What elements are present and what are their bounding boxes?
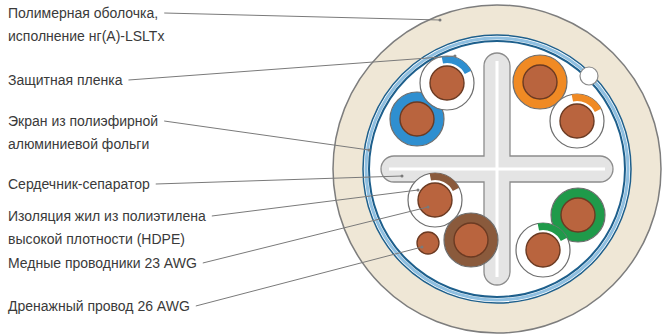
copper-conductor xyxy=(454,223,488,257)
callout-label: Защитная пленка xyxy=(8,69,238,92)
twisted-pair-wire xyxy=(550,94,604,148)
callout-label: Полимерная оболочка, исполнение нг(A)-LS… xyxy=(8,2,213,48)
twisted-pair-wire xyxy=(444,213,498,267)
foil-screen xyxy=(366,38,628,300)
outer-sheath xyxy=(333,5,661,333)
protective-film xyxy=(363,35,631,303)
copper-conductor xyxy=(561,198,595,232)
separator-core xyxy=(381,53,613,285)
wire-insulation xyxy=(550,94,604,148)
copper-conductor xyxy=(430,66,464,100)
leader-tip xyxy=(421,246,424,249)
copper-conductor xyxy=(560,104,594,138)
callout-label: Дренажный провод 26 AWG xyxy=(8,295,268,318)
leader-tip xyxy=(454,55,457,58)
leader-line xyxy=(156,176,402,184)
wire-insulation xyxy=(420,56,474,110)
copper-conductor xyxy=(418,183,452,217)
callout-label: Экран из полиэфирной алюминиевой фольги xyxy=(8,110,213,156)
leader-line xyxy=(196,247,422,306)
leader-tip xyxy=(439,19,442,22)
twisted-pair-wire xyxy=(516,223,570,277)
cable xyxy=(333,5,661,333)
separator-highlight xyxy=(389,61,605,277)
leader-line xyxy=(164,121,369,150)
filler-thread xyxy=(580,67,598,85)
foil-screen-inner xyxy=(369,41,625,297)
leader-tip xyxy=(417,189,420,192)
copper-conductor xyxy=(523,65,557,99)
leader-line xyxy=(212,190,418,216)
leader-tip xyxy=(427,206,430,209)
copper-conductor xyxy=(526,233,560,267)
wire-insulation xyxy=(444,213,498,267)
drain-wire xyxy=(417,232,439,254)
leader-line xyxy=(164,13,440,20)
leader-line xyxy=(128,56,455,80)
wire-insulation xyxy=(516,223,570,277)
copper-conductor xyxy=(400,102,434,136)
callout-label: Медные проводники 23 AWG xyxy=(8,252,268,275)
leader-tip xyxy=(401,175,404,178)
leader-tip xyxy=(368,149,371,152)
callout-label: Сердечник-сепаратор xyxy=(8,173,238,196)
callout-label: Изоляция жил из полиэтилена высокой плот… xyxy=(8,205,238,251)
twisted-pair-wire xyxy=(420,56,474,110)
